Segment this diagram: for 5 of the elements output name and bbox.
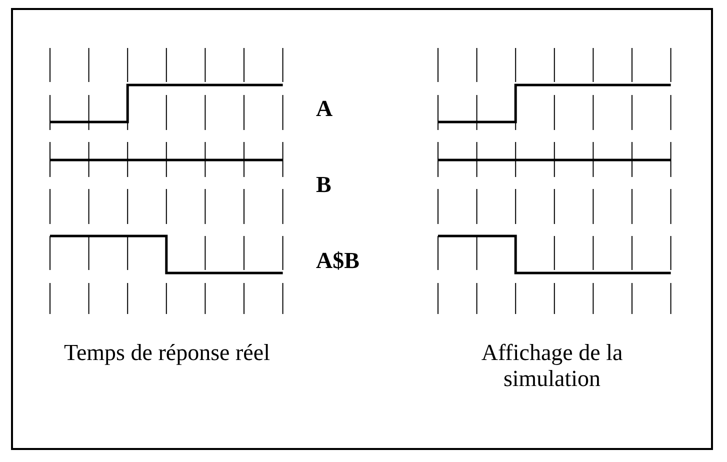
panel-caption: Temps de réponse réel [63,340,271,366]
signal-name: B [316,172,332,198]
signal-name: A$B [316,248,360,274]
panel-caption: Affichage de la simulation [480,340,624,392]
signal-name: A [316,96,333,122]
